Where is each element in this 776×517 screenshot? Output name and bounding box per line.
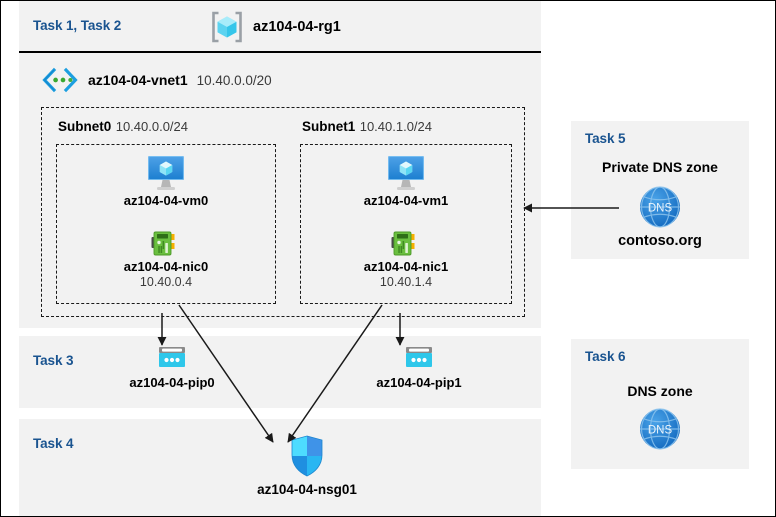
subnet-group-subnet1: Subnet1 10.40.1.0/24 [292,108,520,316]
vm1-node: az104-04-vm1 [301,153,511,208]
pip1-label: az104-04-pip1 [376,375,462,390]
vm0-node: az104-04-vm0 [57,153,275,208]
nic1-ip: 10.40.1.4 [379,275,433,289]
resource-group-name: az104-04-rg1 [253,19,341,35]
virtual-network-header: az104-04-vnet1 10.40.0.0/20 [41,67,272,93]
subnet-group-subnet0: Subnet0 10.40.0.0/24 [48,108,284,316]
virtual-network-cidr: 10.40.0.0/20 [196,72,272,88]
task-label-6: Task 6 [585,349,626,364]
dns-globe-icon: DNS [571,183,749,236]
resource-group-panel: Task 1, Task 2 az104-04-rg1 [19,1,541,51]
subnet0-title: Subnet0 [58,119,112,134]
dns-zone-title: DNS zone [627,383,693,399]
nic1-label: az104-04-nic1 [363,259,449,274]
resource-group-cube-icon [209,9,245,45]
network-security-group-panel: Task 4 a [19,419,541,516]
task-label-3: Task 3 [33,353,74,368]
virtual-machine-icon [384,153,428,193]
subnet1-cidr: 10.40.1.0/24 [359,119,433,134]
public-ip-address-icon [155,344,189,372]
public-ip-address-icon [402,344,436,372]
virtual-network-name: az104-04-vnet1 [88,72,188,88]
subnet0-heading: Subnet0 10.40.0.0/24 [58,118,188,136]
svg-text:DNS: DNS [648,203,673,215]
virtual-machine-icon [144,153,188,193]
network-security-group-shield-icon [287,434,327,478]
nic0-ip: 10.40.0.4 [139,275,193,289]
nic0-node: az104-04-nic0 10.40.0.4 [57,229,275,289]
task-label-1-2: Task 1, Task 2 [33,18,122,33]
subnets-container: Subnet0 10.40.0.0/24 [41,107,525,317]
nsg-node: az104-04-nsg01 [237,434,377,497]
subnet0-box: az104-04-vm0 [56,144,276,304]
dns-zone-panel: Task 6 DNS zone DNS [571,339,749,469]
private-dns-zone-panel: Task 5 Private DNS zone DNS [571,121,749,259]
public-ip-panel: Task 3 az104-04-pip0 [19,336,541,408]
subnet0-cidr: 10.40.0.0/24 [115,119,189,134]
task-label-4: Task 4 [33,436,74,451]
task-label-5: Task 5 [585,131,626,146]
pip0-label: az104-04-pip0 [129,375,215,390]
network-interface-icon [389,229,423,259]
resource-group-node: az104-04-rg1 [209,9,341,45]
pip1-node: az104-04-pip1 [364,344,474,390]
pip0-node: az104-04-pip0 [117,344,227,390]
virtual-network-panel: az104-04-vnet1 10.40.0.0/20 Subnet0 10.4… [19,51,541,328]
vm1-label: az104-04-vm1 [363,193,449,208]
subnet1-heading: Subnet1 10.40.1.0/24 [302,118,432,136]
network-interface-icon [149,229,183,259]
svg-text:DNS: DNS [648,425,673,437]
virtual-network-icon [41,67,79,93]
nic1-node: az104-04-nic1 10.40.1.4 [301,229,511,289]
subnet1-box: az104-04-vm1 [300,144,512,304]
subnet1-title: Subnet1 [302,119,356,134]
private-dns-zone-name: contoso.org [618,233,702,249]
private-dns-zone-title: Private DNS zone [602,159,718,175]
nic0-label: az104-04-nic0 [123,259,209,274]
nsg-label: az104-04-nsg01 [257,482,357,497]
dns-globe-icon: DNS [571,405,749,458]
vm0-label: az104-04-vm0 [123,193,209,208]
